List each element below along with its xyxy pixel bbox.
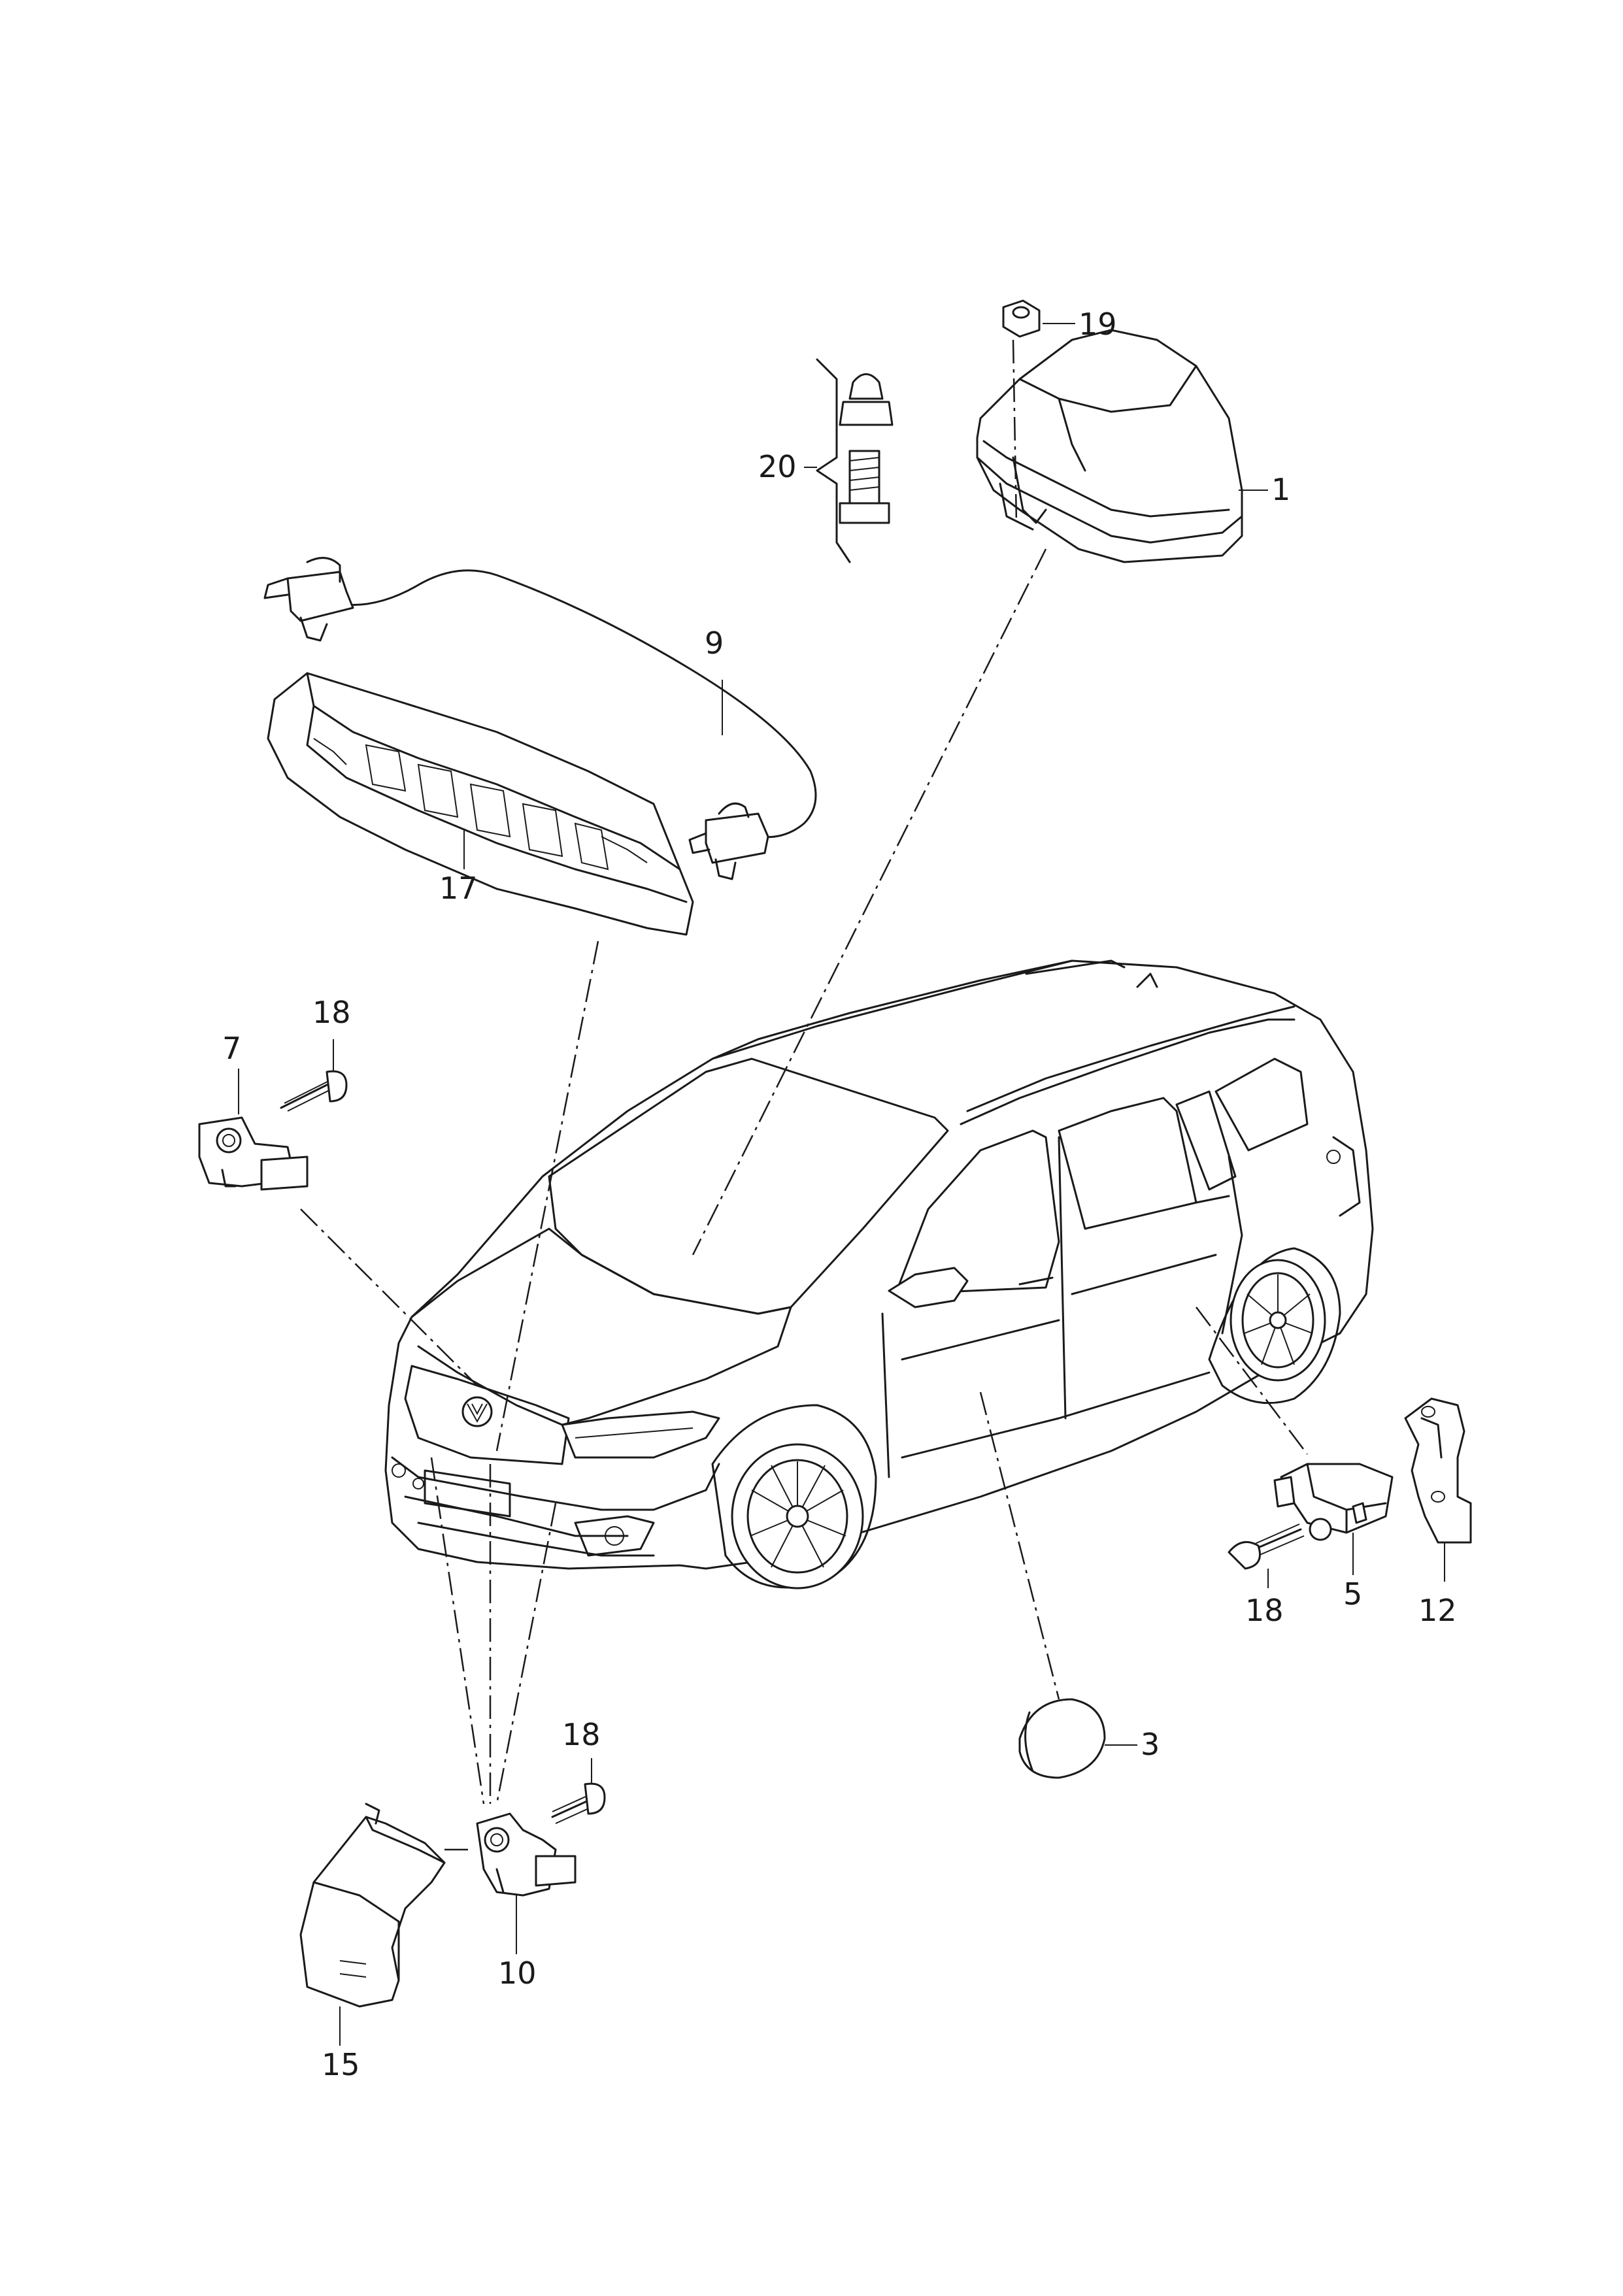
label-15: 15 — [322, 2047, 360, 2082]
label-18-top: 18 — [312, 995, 351, 1030]
sensor-10 — [476, 1812, 577, 1897]
label-7: 7 — [222, 1031, 241, 1066]
bolt-18-bottom — [551, 1782, 606, 1824]
reference-lines — [300, 339, 1308, 1851]
label-5: 5 — [1343, 1576, 1362, 1612]
label-12: 12 — [1418, 1593, 1457, 1628]
nut-bolt-20 — [816, 358, 894, 563]
label-20: 20 — [758, 449, 797, 484]
label-17: 17 — [439, 871, 478, 906]
sensor-5 — [1273, 1463, 1394, 1541]
bracket-15 — [299, 1803, 446, 2008]
label-10: 10 — [498, 1955, 537, 1991]
vehicle-drawing — [384, 959, 1374, 1589]
bolt-18-top — [280, 1070, 348, 1112]
cap-3 — [1018, 1698, 1106, 1779]
bolt-18-right — [1228, 1523, 1305, 1570]
airbag-control-unit-1 — [976, 329, 1243, 563]
part-labels: 19 20 1 9 17 18 7 18 5 12 3 18 10 15 — [222, 307, 1457, 2082]
sensor-7 — [198, 1116, 309, 1191]
leader-lines — [238, 323, 1445, 2046]
label-18-right: 18 — [1245, 1593, 1284, 1628]
energy-absorber-17 — [267, 672, 694, 936]
nut-19 — [1002, 299, 1041, 338]
label-19: 19 — [1079, 307, 1117, 342]
label-18-bottom: 18 — [562, 1717, 601, 1752]
label-1: 1 — [1271, 472, 1290, 507]
label-9: 9 — [705, 625, 724, 661]
crash-sensor-harness-9 — [263, 557, 817, 880]
label-3: 3 — [1141, 1727, 1160, 1762]
bracket-12 — [1404, 1397, 1472, 1544]
